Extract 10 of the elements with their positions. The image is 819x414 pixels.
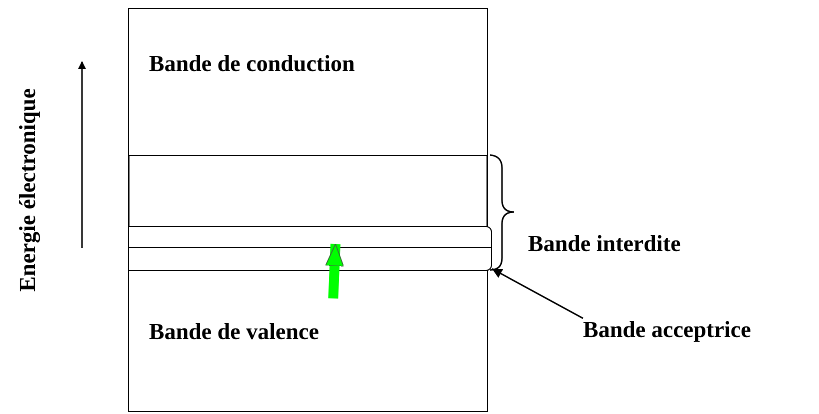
valence-band — [128, 270, 488, 412]
transition-arrow — [325, 244, 344, 299]
leader-line — [492, 268, 584, 319]
band-name: Bande de conduction — [149, 51, 355, 77]
band-name: Bande interdite — [528, 231, 681, 257]
band-name: Bande de valence — [149, 319, 319, 345]
axis-label: Energie électronique — [15, 88, 41, 292]
conduction-band — [128, 8, 488, 156]
acceptor-band — [128, 226, 492, 271]
band-name: Bande acceptrice — [583, 317, 751, 343]
